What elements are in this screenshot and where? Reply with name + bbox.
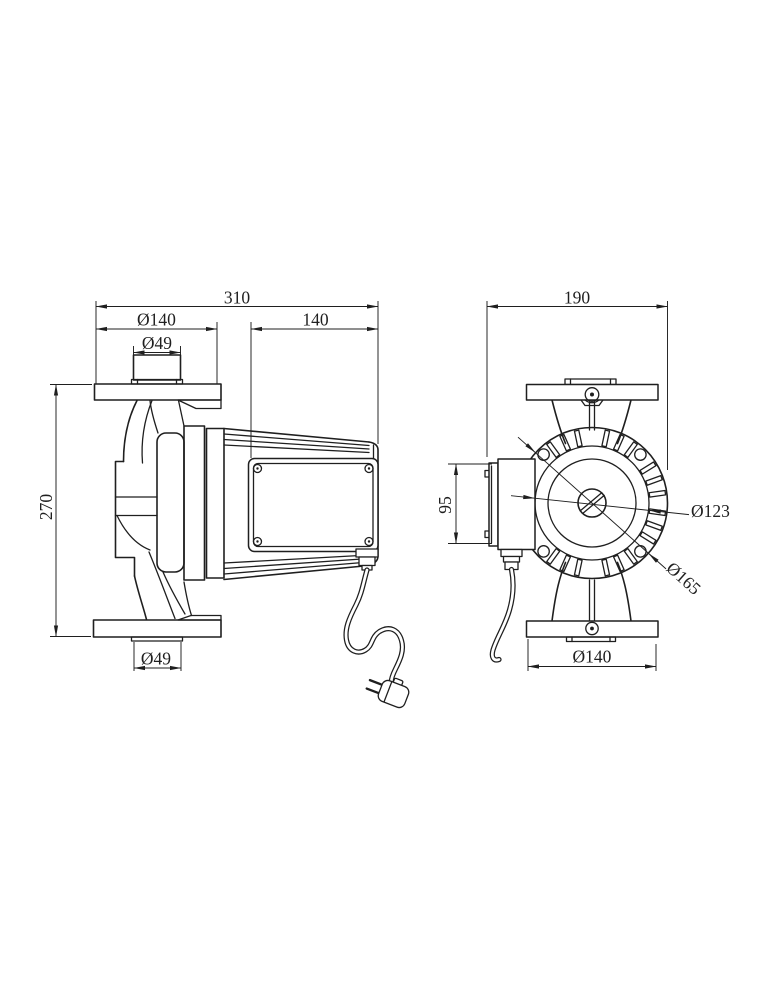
dim-front-fin-ring-diameter: Ø165 — [663, 558, 705, 599]
side-bottom-flange — [92, 614, 222, 642]
dim-front-flange-diameter: Ø140 — [573, 647, 612, 667]
front-terminal-box — [484, 458, 536, 551]
front-cable-gland — [500, 548, 523, 571]
front-bottom-flange — [525, 620, 659, 643]
motor-face-circle — [547, 458, 637, 548]
dim-side-overall-height: 270 — [36, 494, 56, 521]
dim-front-motor-body-diameter: Ø123 — [691, 501, 730, 521]
power-cable — [343, 567, 406, 688]
dim-front-fin-ring-leader: Ø165 — [517, 436, 705, 599]
front-power-cable — [489, 566, 516, 663]
front-dimensions: 190 95 Ø123 Ø165 — [435, 288, 730, 671]
side-lantern-housing — [156, 432, 185, 573]
dim-front-motor-body-leader: Ø123 — [510, 494, 730, 521]
side-terminal-box-cover — [247, 457, 379, 553]
side-top-port — [130, 354, 184, 385]
side-top-flange — [93, 383, 222, 427]
front-cooling-fins — [546, 429, 667, 577]
side-motor-flange-plates — [183, 425, 225, 581]
power-plug — [365, 677, 410, 709]
side-pump-casing — [114, 399, 193, 621]
front-view: 190 95 Ø123 Ø165 — [435, 288, 730, 671]
dim-side-overall-length: 310 — [224, 288, 251, 308]
dim-front-overall-width: 190 — [564, 288, 591, 308]
side-motor-body — [223, 427, 379, 581]
front-lower-legs — [551, 561, 632, 622]
dim-front-terminal-box-height: 95 — [435, 496, 455, 514]
dim-side-bottom-port: Ø49 — [141, 649, 171, 669]
side-dimensions: 310 Ø140 140 Ø49 270 Ø49 — [36, 288, 379, 671]
dim-side-top-port: Ø49 — [142, 333, 172, 353]
side-view: 310 Ø140 140 Ø49 270 Ø49 — [36, 288, 410, 709]
dim-side-motor-length: 140 — [302, 310, 329, 330]
front-top-flange — [525, 378, 659, 404]
dim-side-flange-diameter: Ø140 — [137, 310, 176, 330]
front-upper-legs — [551, 399, 632, 445]
